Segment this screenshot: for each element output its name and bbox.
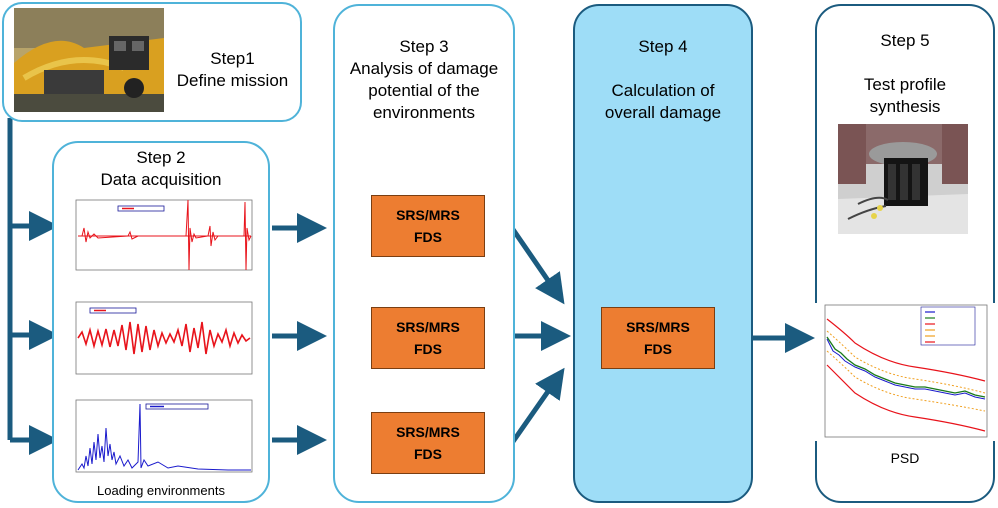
step3-title: Step 3 Analysis of damage potential of t…: [349, 37, 499, 122]
psd-lower-limit: [826, 364, 986, 432]
psd-caption: PSD: [890, 450, 920, 466]
fds-label: FDS: [644, 341, 672, 357]
step4-panel: [573, 4, 753, 503]
step5-title: Step 5 Test profile synthesis: [863, 31, 947, 116]
time-signal-plot-2: [68, 300, 254, 378]
step2-caption: Loading environments: [97, 483, 225, 498]
fds-label: FDS: [414, 229, 442, 245]
fds-label: FDS: [414, 341, 442, 357]
step4-title: Step 4 Calculation of overall damage: [604, 37, 722, 122]
psd-measured-blue: [826, 338, 986, 400]
srs-label: SRS/MRS: [396, 207, 460, 223]
psd-lower-alarm: [826, 350, 986, 412]
srs-fds-box-overall: SRS/MRS FDS: [601, 307, 715, 369]
vehicle-photo: [14, 8, 164, 112]
srs-label: SRS/MRS: [626, 319, 690, 335]
srs-label: SRS/MRS: [396, 424, 460, 440]
srs-fds-box-1: SRS/MRS FDS: [371, 195, 485, 257]
psd-upper-alarm: [826, 330, 986, 394]
srs-fds-box-3: SRS/MRS FDS: [371, 412, 485, 474]
srs-fds-box-2: SRS/MRS FDS: [371, 307, 485, 369]
psd-upper-limit: [826, 318, 986, 382]
test-rig-photo: [838, 124, 968, 234]
psd-plot: [815, 303, 995, 441]
arrow-s3-s4-c: [509, 367, 565, 445]
step2-title: Step 2 Data acquisition: [100, 148, 222, 189]
psd-measured-green: [826, 336, 986, 398]
spectrum-plot: [68, 398, 254, 476]
srs-label: SRS/MRS: [396, 319, 460, 335]
signal-blue: [77, 403, 251, 471]
arrow-s3-s4-a: [509, 226, 565, 305]
signal-red-2: [77, 321, 251, 355]
signal-red-1: [81, 199, 252, 271]
fds-label: FDS: [414, 446, 442, 462]
time-signal-plot-1: [68, 198, 254, 276]
step1-title: Step1 Define mission: [176, 49, 289, 90]
